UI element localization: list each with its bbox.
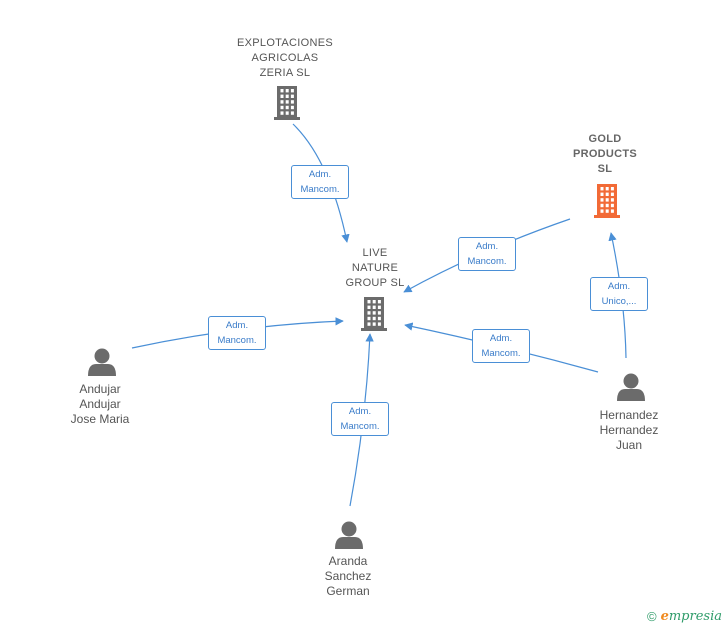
edge-role-line2: Mancom.: [467, 256, 507, 267]
person-label-andujar[interactable]: Andujar Andujar Jose Maria: [70, 382, 130, 426]
edge-label-gold-live[interactable]: Adm. Mancom.: [458, 237, 516, 271]
building-icon[interactable]: [274, 86, 300, 120]
person-icon[interactable]: [88, 348, 116, 377]
edge-label-hernandez-gold[interactable]: Adm. Unico,...: [590, 277, 648, 311]
edge-role-line1: Adm.: [489, 333, 513, 344]
empresia-footer[interactable]: © empresia: [646, 608, 722, 625]
brand-initial: e: [660, 609, 669, 624]
edge-role-line2: Mancom.: [300, 184, 340, 195]
edge-label-andujar-live[interactable]: Adm. Mancom.: [208, 316, 266, 350]
edge-role-line2: Mancom.: [481, 348, 521, 359]
edge-label-hernandez-live[interactable]: Adm. Mancom.: [472, 329, 530, 363]
edge-role-line2: Mancom.: [217, 335, 257, 346]
icons-layer: [88, 86, 645, 549]
edge-role-line1: Adm.: [308, 169, 332, 180]
edge-role-line1: Adm.: [225, 320, 249, 331]
edge-label-aranda-live[interactable]: Adm. Mancom.: [331, 402, 389, 436]
edge-role-line2: Mancom.: [340, 421, 380, 432]
person-label-aranda[interactable]: Aranda Sanchez German: [324, 554, 372, 598]
person-icon[interactable]: [617, 373, 645, 402]
edge-role-line1: Adm.: [607, 281, 631, 292]
edge-label-explotaciones-live[interactable]: Adm. Mancom.: [291, 165, 349, 199]
copyright-icon: ©: [646, 608, 657, 624]
edge-role-line1: Adm.: [475, 241, 499, 252]
person-label-hernandez[interactable]: Hernandez Hernandez Juan: [599, 408, 659, 452]
edge-role-line2: Unico,...: [601, 296, 637, 307]
company-label-live-nature[interactable]: LIVE NATURE GROUP SL: [345, 247, 405, 289]
building-icon[interactable]: [361, 297, 387, 331]
edge-role-line1: Adm.: [348, 406, 372, 417]
building-icon[interactable]: [594, 184, 620, 218]
company-label-gold-products[interactable]: GOLD PRODUCTS SL: [572, 133, 638, 175]
company-label-explotaciones[interactable]: EXPLOTACIONES AGRICOLAS ZERIA SL: [237, 37, 333, 79]
person-icon[interactable]: [335, 521, 363, 550]
brand-name: mpresia: [668, 609, 722, 624]
